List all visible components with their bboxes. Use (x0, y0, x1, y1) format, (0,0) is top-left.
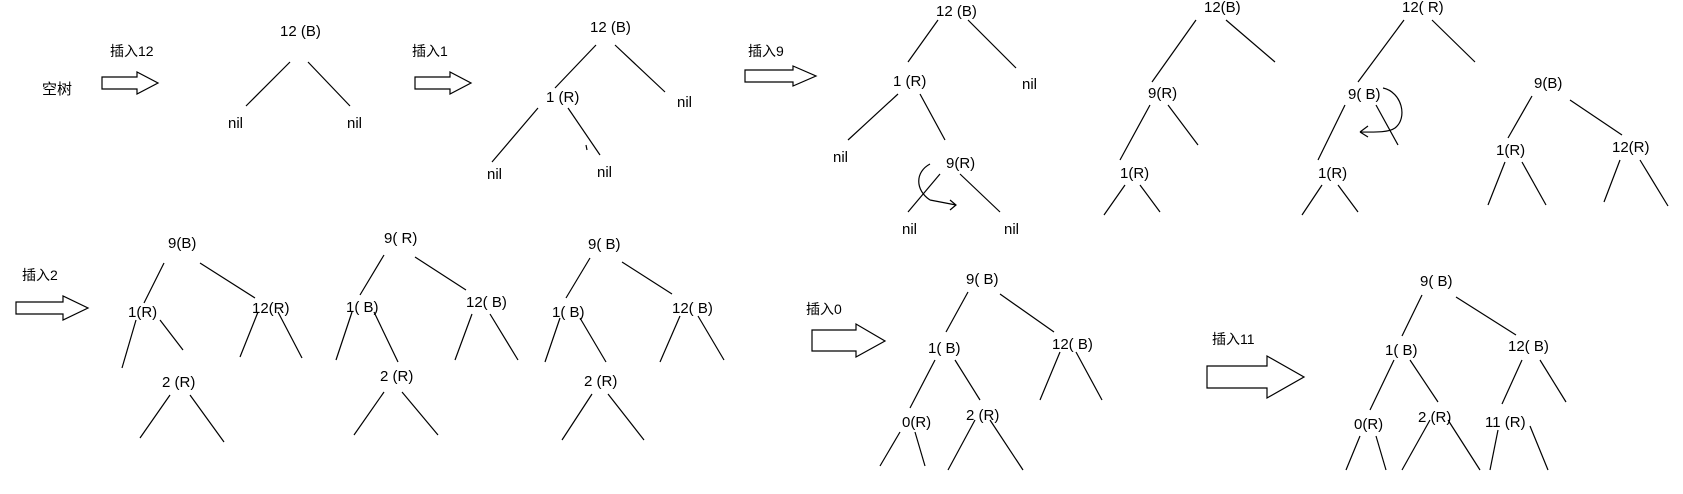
nil-label: nil (1004, 221, 1020, 238)
node-label: 12 (B) (936, 3, 977, 20)
caption-insert-12: 插入12 (110, 43, 154, 59)
node-label: 2 (R) (584, 373, 618, 390)
node-label: 12( R) (1402, 0, 1444, 16)
nil-label: nil (228, 115, 244, 132)
node-label: 1(R) (1496, 142, 1526, 159)
node-label: 9(B) (1534, 75, 1563, 92)
node-label: 12( B) (1508, 338, 1549, 355)
node-label: 1(R) (1120, 165, 1150, 182)
node-label: 9( B) (588, 236, 621, 253)
node-label: 1( B) (928, 340, 961, 357)
arrow-insert-1 (414, 71, 473, 95)
node-label: 9(B) (168, 235, 197, 252)
caption-insert-1: 插入1 (412, 43, 448, 59)
node-label: 12(B) (1204, 0, 1241, 16)
node-label: 1( B) (552, 304, 585, 321)
node-label: 9(R) (946, 155, 976, 172)
caption-insert-0: 插入0 (806, 301, 842, 317)
node-label: 1 (R) (546, 89, 580, 106)
arrow-insert-9 (744, 65, 818, 87)
node-label: 9( B) (966, 271, 999, 288)
node-label: 0(R) (902, 414, 932, 431)
node-label: 2 (R) (966, 407, 1000, 424)
caption-insert-9: 插入9 (748, 43, 784, 59)
node-label: 0(R) (1354, 416, 1384, 433)
node-label: 12(R) (1612, 139, 1650, 156)
node-label: 12 (B) (590, 19, 631, 36)
node-label: 2 (R) (1418, 409, 1452, 426)
node-label: 9( B) (1348, 86, 1381, 103)
caption-insert-2: 插入2 (22, 267, 58, 283)
node-label: 11 (R) (1485, 414, 1526, 431)
nil-label: nil (1022, 76, 1038, 93)
nil-label: nil (487, 166, 503, 183)
node-label: 9( R) (384, 230, 418, 247)
caption-empty-tree: 空树 (42, 81, 73, 98)
node-label: 12( B) (1052, 336, 1093, 353)
tree-edges (121, 19, 1669, 471)
node-label: 1( B) (346, 299, 379, 316)
node-label: 1( B) (1385, 342, 1418, 359)
node-label: 1(R) (1318, 165, 1348, 182)
nil-label: nil (902, 221, 918, 238)
nil-label: nil (597, 164, 613, 181)
node-label: 12 (B) (280, 23, 321, 40)
rotation-arcs (918, 87, 1403, 211)
nil-label: nil (677, 94, 693, 111)
node-label: 12( B) (672, 300, 713, 317)
caption-insert-11: 插入11 (1212, 331, 1255, 347)
node-label: 9(R) (1148, 85, 1178, 102)
nil-label: nil (833, 149, 849, 166)
arrow-insert-11 (1206, 354, 1306, 400)
arrow-insert-12 (101, 71, 160, 95)
arrow-insert-0 (811, 322, 887, 359)
node-label: 12( B) (466, 294, 507, 311)
nil-label: nil (347, 115, 363, 132)
node-label: 2 (R) (162, 374, 196, 391)
node-label: 2 (R) (380, 368, 414, 385)
node-label: 12(R) (252, 300, 290, 317)
insert-arrows (15, 65, 1306, 400)
node-label: 9( B) (1420, 273, 1453, 290)
arrow-insert-2 (15, 295, 90, 321)
node-label: 1 (R) (893, 73, 927, 90)
node-label: 1(R) (128, 304, 158, 321)
